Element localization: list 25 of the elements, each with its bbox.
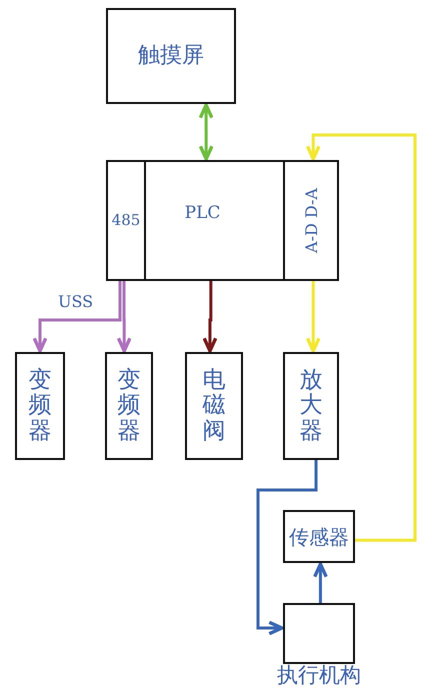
arrow [313,562,328,603]
process-box [105,352,153,460]
arrow [198,103,214,161]
node-label: 传感器 [289,526,349,548]
arrow [32,281,122,353]
arrow [306,134,416,542]
node-label: A-D D-A [302,188,320,253]
process-box [106,8,236,104]
process-box [185,352,243,460]
node-label: 电磁阀 [202,368,226,444]
node-label: PLC [184,204,220,223]
arrow [256,460,318,636]
arrow [116,281,132,353]
node-label: 485 [112,212,140,229]
process-box [15,352,65,460]
arrow [202,281,218,353]
node-label: 变频器 [28,368,52,444]
node-label: 放大器 [300,368,322,444]
process-box [283,510,355,563]
node-label: 执行机构 [277,664,361,688]
process-box [106,160,339,281]
arrow [306,281,321,353]
node-label: 变频器 [118,368,140,444]
process-box [283,352,339,460]
node-label: 触摸屏 [138,44,204,68]
